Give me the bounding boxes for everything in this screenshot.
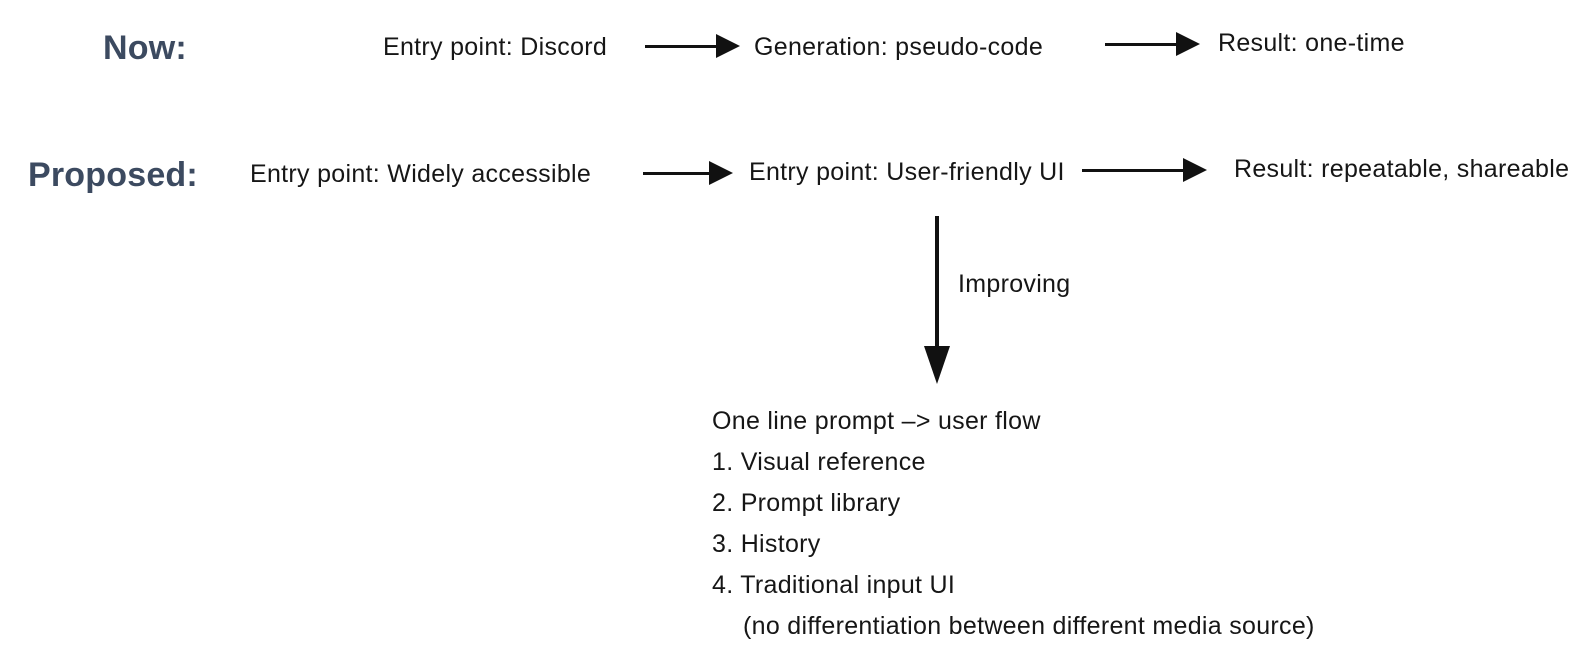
arrow-shaft <box>645 44 720 48</box>
arrow-shaft <box>1082 168 1187 172</box>
arrow-head <box>709 161 733 185</box>
notes-item-2: 2. Prompt library <box>712 489 901 517</box>
arrow-head <box>924 346 950 384</box>
now-entry-point-node: Entry point: Discord <box>383 33 608 61</box>
notes-item-4: 4. Traditional input UI <box>712 571 956 599</box>
proposed-ui-node: Entry point: User-friendly UI <box>749 158 1065 186</box>
notes-block: One line prompt –> user flow 1. Visual r… <box>712 401 1315 647</box>
improving-label: Improving <box>958 270 1071 298</box>
notes-item-1: 1. Visual reference <box>712 448 926 476</box>
arrow-shaft <box>935 216 939 348</box>
arrow-head <box>1183 158 1207 182</box>
proposed-result-node: Result: repeatable, shareable <box>1234 155 1570 183</box>
arrow-shaft <box>1105 42 1180 46</box>
arrow-head <box>716 34 740 58</box>
now-generation-node: Generation: pseudo-code <box>754 33 1044 61</box>
now-result-node: Result: one-time <box>1218 29 1405 57</box>
notes-item-3: 3. History <box>712 530 821 558</box>
notes-title: One line prompt –> user flow <box>712 407 1041 435</box>
proposed-entry-point-node: Entry point: Widely accessible <box>250 160 592 188</box>
now-row-label: Now: <box>103 29 187 67</box>
arrow-head <box>1176 32 1200 56</box>
notes-footnote: (no differentiation between different me… <box>743 612 1315 640</box>
arrow-shaft <box>643 171 713 175</box>
proposed-row-label: Proposed: <box>28 156 198 194</box>
